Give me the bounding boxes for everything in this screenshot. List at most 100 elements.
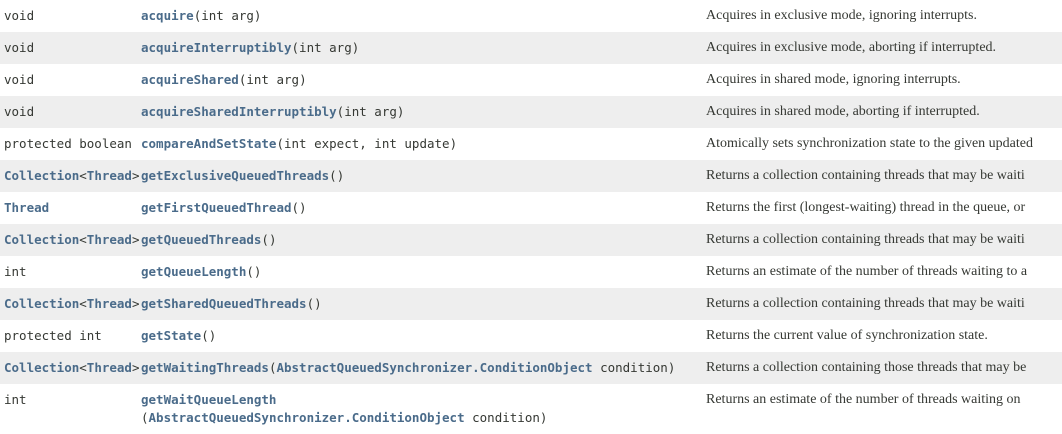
- method-return-type: void: [0, 32, 141, 64]
- description-text: Returns a collection containing threads …: [706, 232, 1025, 247]
- method-return-type: Collection<Thread>: [0, 352, 141, 384]
- generic-type-link[interactable]: Thread: [86, 168, 132, 183]
- method-name-link[interactable]: getExclusiveQueuedThreads: [141, 168, 330, 183]
- method-signature: getQueueLength(): [141, 256, 698, 288]
- method-name-link[interactable]: acquireInterruptibly: [141, 40, 292, 55]
- description-text: Returns an estimate of the number of thr…: [706, 392, 1021, 407]
- table-row: Collection<Thread>getQueuedThreads() Retu…: [0, 224, 1062, 256]
- method-name-link[interactable]: acquireShared: [141, 72, 239, 87]
- description-text: Acquires in exclusive mode, ignoring int…: [706, 8, 977, 23]
- method-description: Acquires in exclusive mode, aborting if …: [698, 32, 1062, 64]
- return-type-text: void: [4, 40, 35, 55]
- return-type-text: protected boolean: [4, 136, 132, 151]
- paren-open: (: [261, 232, 269, 247]
- table-row: Collection<Thread>getWaitingThreads(Abst…: [0, 352, 1062, 384]
- method-name-link[interactable]: getState: [141, 328, 202, 343]
- generic-open-bracket: <: [79, 232, 87, 247]
- description-text: Returns a collection containing threads …: [706, 296, 1025, 311]
- method-signature: acquireSharedInterruptibly(int arg): [141, 96, 698, 128]
- method-signature: getFirstQueuedThread(): [141, 192, 698, 224]
- paren-open: (: [193, 8, 202, 23]
- paren-close: ): [268, 232, 277, 247]
- return-type-link[interactable]: Thread: [4, 200, 50, 215]
- signature-line: acquireSharedInterruptibly(int arg): [141, 103, 698, 121]
- table-row: Collection<Thread>getExclusiveQueuedThre…: [0, 160, 1062, 192]
- method-name-link[interactable]: compareAndSetState: [141, 136, 277, 151]
- method-signature: getExclusiveQueuedThreads(): [141, 160, 698, 192]
- method-name-link[interactable]: getWaitQueueLength: [141, 392, 277, 407]
- generic-open-bracket: <: [79, 168, 87, 183]
- method-name-link[interactable]: getSharedQueuedThreads: [141, 296, 307, 311]
- signature-line: compareAndSetState(int expect, int updat…: [141, 135, 698, 153]
- signature-line: getFirstQueuedThread(): [141, 199, 698, 217]
- paren-close: ): [336, 168, 345, 183]
- method-signature: compareAndSetState(int expect, int updat…: [141, 128, 698, 160]
- parameter-name: condition: [592, 360, 668, 375]
- description-text: Acquires in exclusive mode, aborting if …: [706, 40, 997, 55]
- return-type-link[interactable]: Collection: [4, 296, 80, 311]
- return-type-link[interactable]: Collection: [4, 232, 80, 247]
- method-description: Returns a collection containing those th…: [698, 352, 1062, 384]
- method-name-link[interactable]: getWaitingThreads: [141, 360, 269, 375]
- parameter-list: int expect, int update: [284, 136, 450, 151]
- method-return-type: void: [0, 0, 141, 32]
- method-description: Returns the first (longest-waiting) thre…: [698, 192, 1062, 224]
- method-signature: getSharedQueuedThreads(): [141, 288, 698, 320]
- method-return-type: void: [0, 96, 141, 128]
- method-description: Returns an estimate of the number of thr…: [698, 384, 1062, 434]
- signature-line: getState(): [141, 327, 698, 345]
- return-type-text: void: [4, 8, 35, 23]
- paren-close: ): [208, 328, 217, 343]
- generic-type-link[interactable]: Thread: [86, 360, 132, 375]
- return-type-link[interactable]: Collection: [4, 360, 80, 375]
- method-return-type: protected boolean: [0, 128, 141, 160]
- paren-close: ): [253, 264, 262, 279]
- paren-open: (: [291, 200, 300, 215]
- paren-close: ): [299, 200, 307, 215]
- method-name-link[interactable]: getFirstQueuedThread: [141, 200, 292, 215]
- paren-open: (: [291, 40, 300, 55]
- paren-close: ): [351, 40, 360, 55]
- signature-line: acquire(int arg): [141, 7, 698, 25]
- table-row: int getQueueLength() Returns an estimate o…: [0, 256, 1062, 288]
- generic-close-bracket: >: [131, 360, 140, 375]
- return-type-text: int: [4, 392, 27, 407]
- method-name-link[interactable]: getQueuedThreads: [141, 232, 262, 247]
- description-text: Acquires in shared mode, ignoring interr…: [706, 72, 961, 87]
- return-type-text: int: [4, 264, 27, 279]
- paren-close: ): [314, 296, 322, 311]
- paren-close: ): [253, 8, 262, 23]
- method-name-link[interactable]: acquire: [141, 8, 194, 23]
- signature-line: getWaitingThreads(AbstractQueuedSynchron…: [141, 359, 698, 377]
- method-return-type: int: [0, 256, 141, 288]
- method-description: Returns a collection containing threads …: [698, 224, 1062, 256]
- method-return-type: Thread: [0, 192, 141, 224]
- return-type-text: void: [4, 72, 35, 87]
- parameter-type-link[interactable]: AbstractQueuedSynchronizer.ConditionObje…: [148, 410, 465, 425]
- parameter-list: int arg: [246, 72, 300, 87]
- method-description: Atomically sets synchronization state to…: [698, 128, 1062, 160]
- method-description: Returns a collection containing threads …: [698, 288, 1062, 320]
- method-name-link[interactable]: acquireSharedInterruptibly: [141, 104, 337, 119]
- signature-line: getSharedQueuedThreads(): [141, 295, 698, 313]
- generic-type-link[interactable]: Thread: [86, 232, 132, 247]
- generic-type-link[interactable]: Thread: [86, 296, 132, 311]
- method-name-link[interactable]: getQueueLength: [141, 264, 247, 279]
- parameter-list: int arg: [344, 104, 397, 119]
- paren-close: ): [299, 72, 307, 87]
- paren-open: (: [268, 360, 277, 375]
- table-row: protected boolean compareAndSetState(int …: [0, 128, 1062, 160]
- return-type-link[interactable]: Collection: [4, 168, 80, 183]
- description-text: Returns an estimate of the number of thr…: [706, 264, 1028, 279]
- description-text: Acquires in shared mode, aborting if int…: [706, 104, 980, 119]
- paren-open: (: [276, 136, 284, 151]
- method-return-type: Collection<Thread>: [0, 224, 141, 256]
- paren-open: (: [329, 168, 337, 183]
- generic-open-bracket: <: [79, 296, 87, 311]
- parameter-type-link[interactable]: AbstractQueuedSynchronizer.ConditionObje…: [276, 360, 593, 375]
- method-signature: getState(): [141, 320, 698, 352]
